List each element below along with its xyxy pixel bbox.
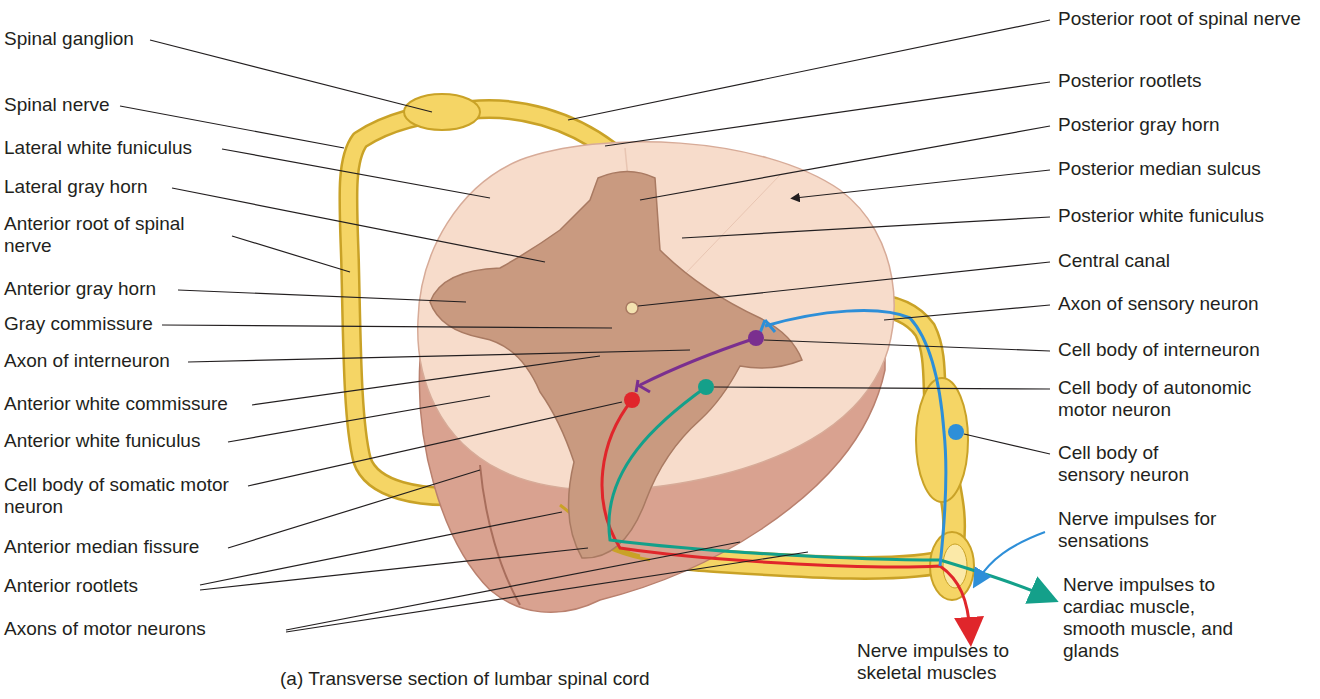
part-label: Cell body of interneuron [1058, 339, 1308, 361]
part-label: Anterior white commissure [4, 393, 264, 415]
part-label: Posterior rootlets [1058, 70, 1298, 92]
part-label: Anterior gray horn [4, 278, 244, 300]
part-label: Nerve impulses to skeletal muscles [857, 640, 1025, 684]
part-label: Posterior gray horn [1058, 114, 1298, 136]
part-label: Posterior white funiculus [1058, 205, 1308, 227]
part-label: Cell body of somatic motor neuron [4, 474, 234, 518]
part-label: Lateral white funiculus [4, 137, 244, 159]
part-label: Anterior root of spinal nerve [4, 213, 234, 257]
part-label: Anterior rootlets [4, 575, 244, 597]
part-label: Axons of motor neurons [4, 618, 274, 640]
part-label: Gray commissure [4, 313, 244, 335]
part-label: Anterior white funiculus [4, 430, 244, 452]
part-label: Axon of interneuron [4, 350, 244, 372]
figure-caption: (a) Transverse section of lumbar spinal … [280, 668, 650, 690]
part-label: Posterior root of spinal nerve [1058, 8, 1313, 30]
part-label: Cell body of sensory neuron [1058, 442, 1218, 486]
part-label: Nerve impulses for sensations [1058, 508, 1218, 552]
part-label: Nerve impulses to cardiac muscle, smooth… [1063, 574, 1235, 662]
part-label: Posterior median sulcus [1058, 158, 1308, 180]
part-label: Lateral gray horn [4, 176, 244, 198]
part-label: Axon of sensory neuron [1058, 293, 1308, 315]
part-label: Spinal nerve [4, 94, 244, 116]
part-label: Cell body of autonomic motor neuron [1058, 377, 1298, 421]
part-label: Spinal ganglion [4, 28, 244, 50]
part-label: Central canal [1058, 250, 1298, 272]
part-label: Anterior median fissure [4, 536, 244, 558]
